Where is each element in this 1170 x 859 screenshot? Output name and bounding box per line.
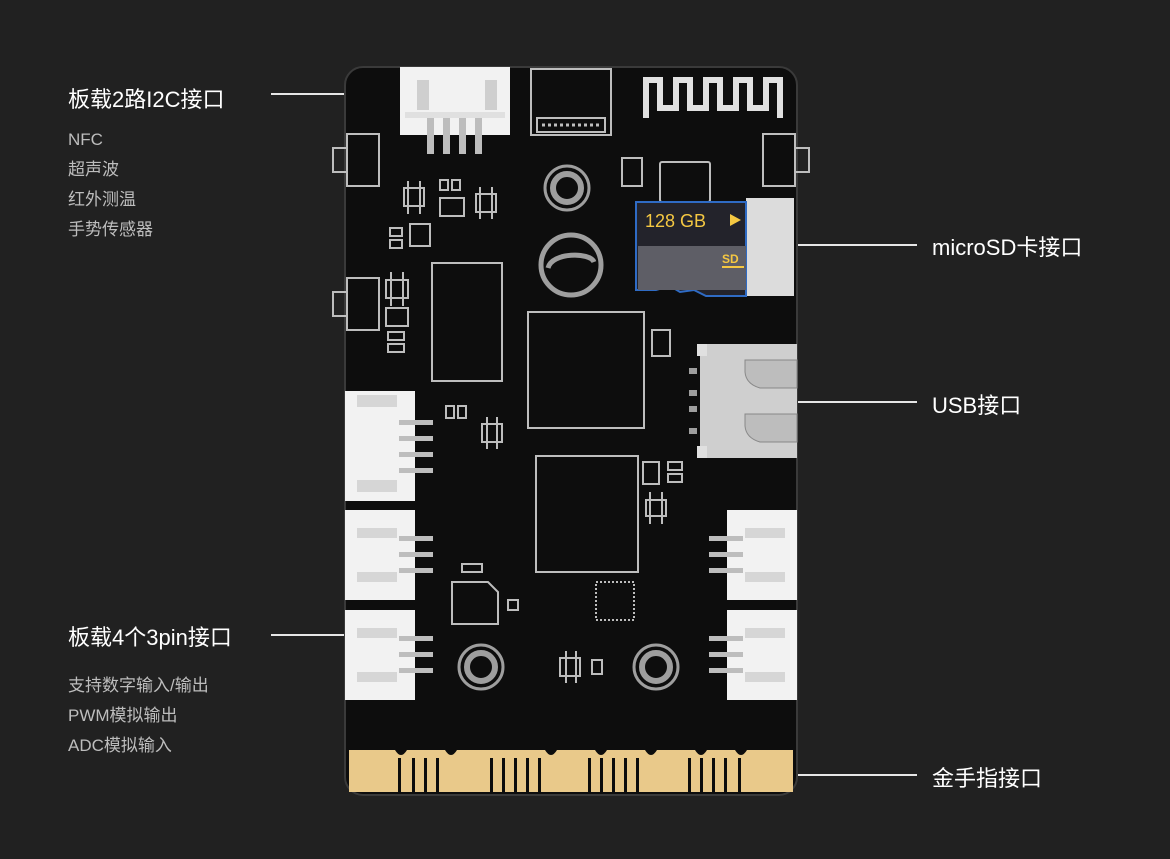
i2c-item-gesture: 手势传感器: [68, 220, 153, 239]
pin3-leader-line: [271, 634, 347, 636]
mounting-holes: [457, 164, 680, 691]
usb-connector: [689, 344, 798, 458]
i2c-item-ir-temp: 红外测温: [68, 190, 136, 209]
left-connector-3: [345, 610, 433, 700]
pin3-item-digital-io: 支持数字输入/输出: [68, 676, 209, 695]
pin3-item-list: 支持数字输入/输出 PWM模拟输出 ADC模拟输入: [68, 671, 209, 761]
pin3-item-pwm: PWM模拟输出: [68, 706, 178, 725]
usb-leader-line: [797, 401, 917, 403]
side-button-right-top: [762, 133, 810, 187]
gold-finger-edge: [349, 750, 793, 792]
microsd-leader-line: [795, 244, 917, 246]
goldfinger-leader-line: [795, 774, 917, 776]
left-connector-1: [345, 391, 433, 501]
right-connector-1: [709, 510, 797, 600]
i2c-connector-top: [400, 67, 510, 154]
side-button-left-top: [332, 133, 380, 187]
microsd-label: microSD卡接口: [932, 235, 1083, 260]
pin3-item-adc: ADC模拟输入: [68, 736, 172, 755]
i2c-label: 板载2路I2C接口: [68, 87, 225, 112]
smd-components: [385, 157, 711, 683]
left-connector-2: [345, 510, 433, 600]
right-connector-2: [709, 610, 797, 700]
i2c-item-nfc: NFC: [68, 130, 103, 149]
i2c-item-ultrasonic: 超声波: [68, 160, 119, 179]
board-logo-mark: [538, 232, 604, 298]
i2c-leader-line: [271, 93, 399, 95]
usb-label: USB接口: [932, 393, 1022, 418]
sd-capacity-text: 128 GB: [645, 211, 706, 231]
side-button-left-mid: [332, 277, 380, 331]
usb-c-connector-top: [530, 68, 612, 136]
pin3-label: 板载4个3pin接口: [68, 625, 232, 650]
microsd-card: 128 GB SD: [635, 198, 794, 297]
i2c-item-list: NFC 超声波 红外测温 手势传感器: [68, 125, 153, 245]
goldfinger-label: 金手指接口: [932, 766, 1043, 791]
ic-chips: [431, 262, 645, 621]
sd-logo-text: SD: [722, 252, 739, 266]
antenna-trace: [643, 77, 783, 118]
